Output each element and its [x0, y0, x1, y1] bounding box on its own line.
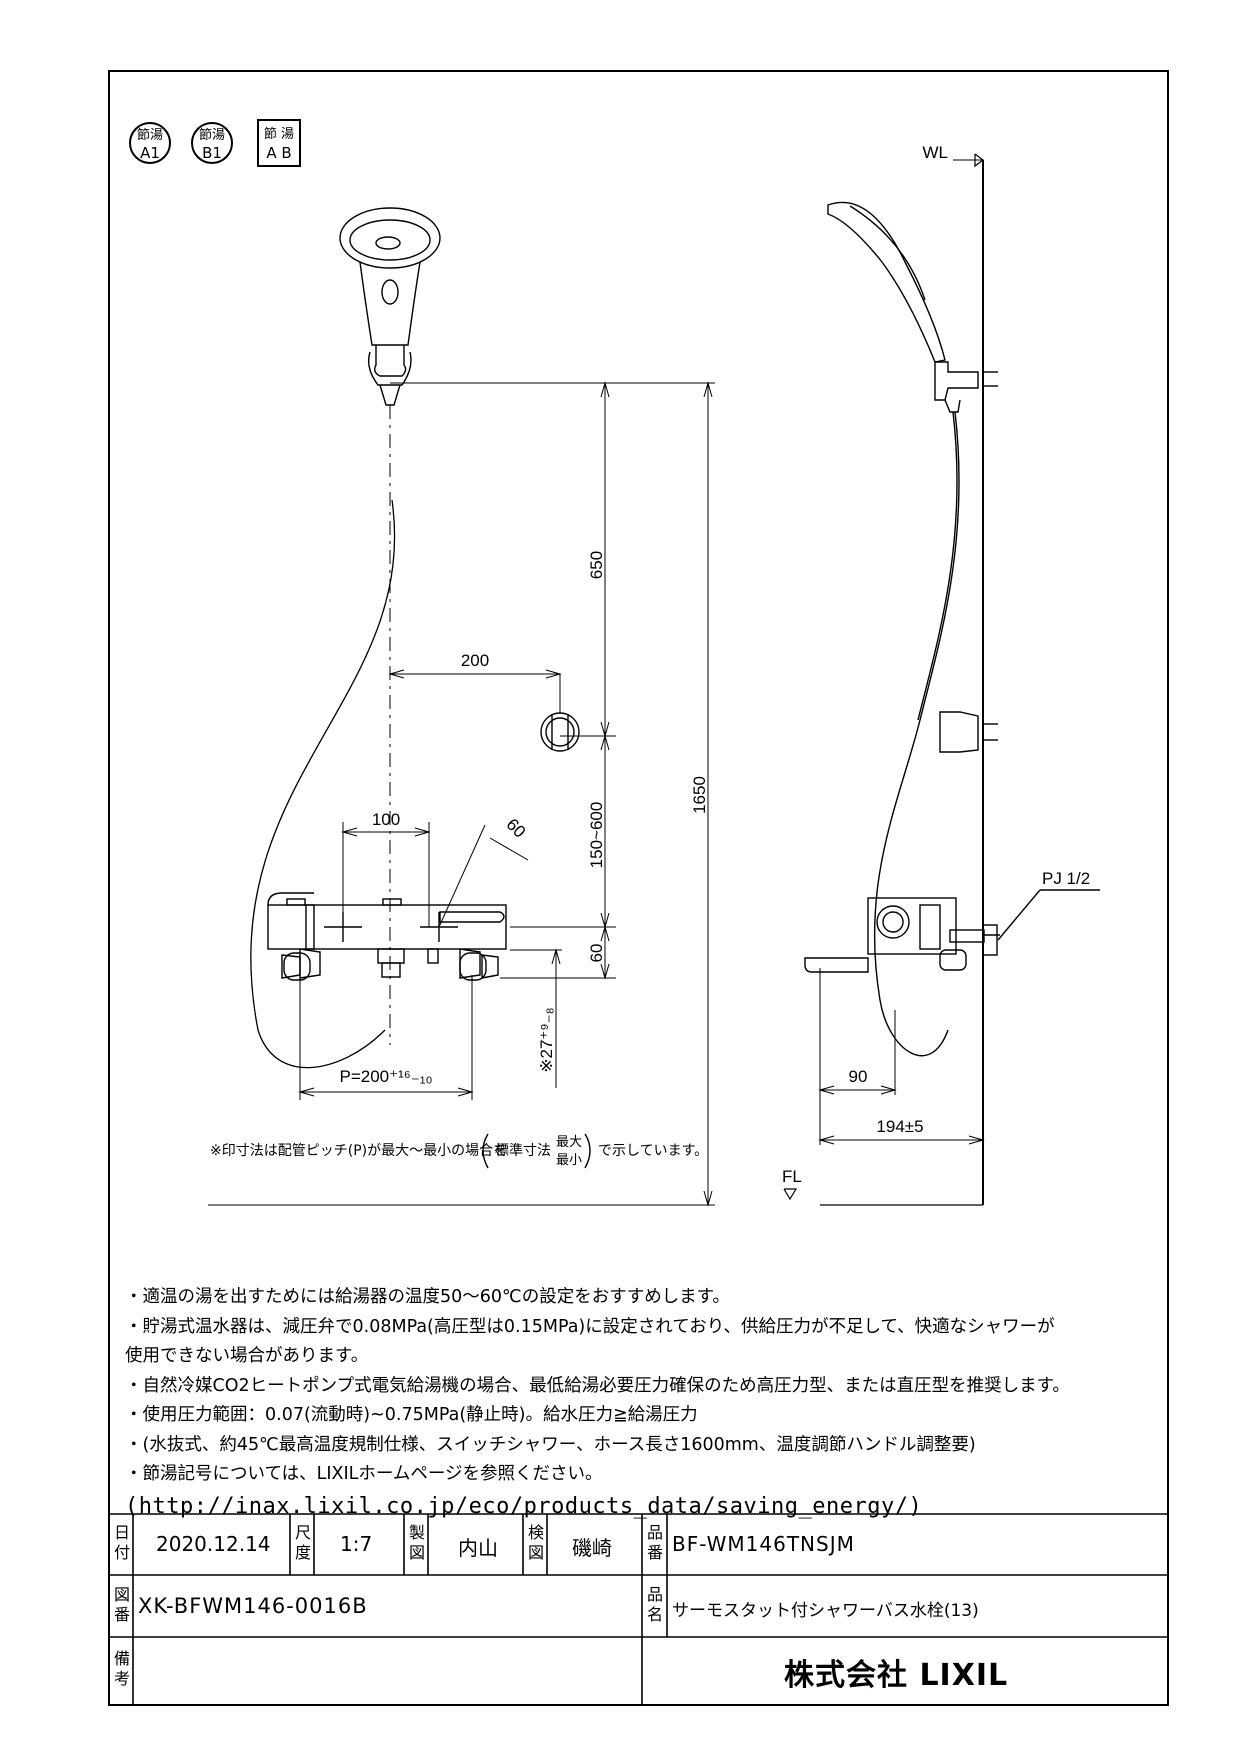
note-7: ・節湯記号については、LIXILホームページを参照ください。 [125, 1464, 603, 1484]
dim-150-600: 150~600 [587, 802, 606, 869]
tb-scale-label: 尺度 [294, 1523, 311, 1562]
footnote-after: で示しています。 [598, 1143, 708, 1159]
wl-label: WL [923, 143, 949, 162]
saving-badge-b1: 節湯 B1 [191, 122, 233, 164]
dim-90: 90 [849, 1067, 868, 1086]
pj-label: PJ 1/2 [1042, 869, 1090, 888]
drawing-frame [108, 70, 1169, 1706]
note-5: ・使用圧力範囲：0.07(流動時)~0.75MPa(静止時)。給水圧力≧給湯圧力 [125, 1405, 698, 1425]
hose-front [250, 499, 396, 1069]
tb-drawn: 内山 [458, 1536, 498, 1560]
badge-b1-bottom: B1 [202, 144, 222, 162]
dim-27: ※27⁺⁹₋₈ [537, 1007, 556, 1072]
footnote-max: 最大 [556, 1135, 582, 1150]
front-dimensions [208, 381, 715, 1207]
side-view [783, 153, 1100, 1206]
note-4: ・自然冷媒CO2ヒートポンプ式電気給湯機の場合、最低給湯必要圧力確保のため高圧力… [125, 1375, 1070, 1396]
footnote-inner-label: 標準寸法 [495, 1143, 551, 1159]
tb-part-no-label: 品番 [646, 1523, 663, 1562]
tb-drawn-label: 製図 [408, 1523, 425, 1562]
tb-drawing-no-label: 図番 [113, 1585, 130, 1624]
dim-pitch: P=200⁺¹⁶₋₁₀ [339, 1067, 432, 1086]
note-2: ・貯湯式温水器は、減圧弁で0.08MPa(高圧型は0.15MPa)に設定されてお… [125, 1316, 1055, 1337]
tb-scale: 1:7 [340, 1532, 373, 1556]
tb-date: 2020.12.14 [156, 1532, 271, 1556]
footnote-min: 最小 [556, 1153, 582, 1168]
saving-badge-a1: 節湯 A1 [129, 122, 171, 164]
note-6: ・(水抜式、約45℃最高温度規制仕様、スイッチシャワー、ホース長さ1600mm、… [125, 1434, 976, 1455]
dim-1650: 1650 [690, 776, 709, 814]
dim-60: 60 [587, 944, 606, 963]
tb-part-name-label: 品名 [646, 1585, 663, 1624]
shower-head-front [339, 207, 441, 406]
tb-date-label: 日付 [113, 1523, 130, 1562]
company-logo-text: 株式会社 LIXIL [784, 1658, 1009, 1693]
badge-ab-bottom: A B [266, 144, 291, 162]
dim-194: 194±5 [876, 1117, 923, 1136]
mixer-body-front [267, 892, 507, 981]
footnote-before: ※印寸法は配管ピッチ(P)が最大～最小の場合を [210, 1143, 507, 1159]
badge-ab-top: 節 湯 [264, 127, 294, 142]
dim-60-angle: 60 [502, 815, 529, 842]
notes-block: ・適温の湯を出すためには給湯器の温度50～60℃の設定をおすすめします。 ・貯湯… [125, 1283, 1155, 1521]
badge-a1-top: 節湯 [137, 128, 163, 143]
footnote: ※印寸法は配管ピッチ(P)が最大～最小の場合を 標準寸法 最大 最小 で示してい… [210, 1133, 708, 1169]
note-1: ・適温の湯を出すためには給湯器の温度50～60℃の設定をおすすめします。 [125, 1287, 730, 1307]
fl-label: FL [782, 1167, 802, 1186]
tb-remarks-label: 備考 [113, 1649, 130, 1688]
tb-drawing-no: XK-BFWM146-0016B [138, 1594, 368, 1618]
title-block-grid [108, 1513, 1169, 1706]
dim-200: 200 [461, 651, 489, 670]
tb-part-name: サーモスタット付シャワーバス水栓(13) [672, 1601, 979, 1621]
wall-hook-front [540, 712, 580, 752]
note-3: 使用できない場合があります。 [125, 1346, 369, 1366]
saving-badge-ab: 節 湯 A B [257, 119, 301, 167]
tb-part-no: BF-WM146TNSJM [672, 1532, 855, 1556]
dim-100: 100 [372, 810, 400, 829]
tb-checked: 磯崎 [572, 1536, 612, 1560]
dim-650: 650 [587, 551, 606, 579]
tb-checked-label: 検図 [527, 1523, 544, 1562]
reference-url[interactable]: (http://inax.lixil.co.jp/eco/products_da… [125, 1493, 923, 1519]
badge-a1-bottom: A1 [140, 144, 160, 162]
badge-b1-top: 節湯 [199, 128, 225, 143]
